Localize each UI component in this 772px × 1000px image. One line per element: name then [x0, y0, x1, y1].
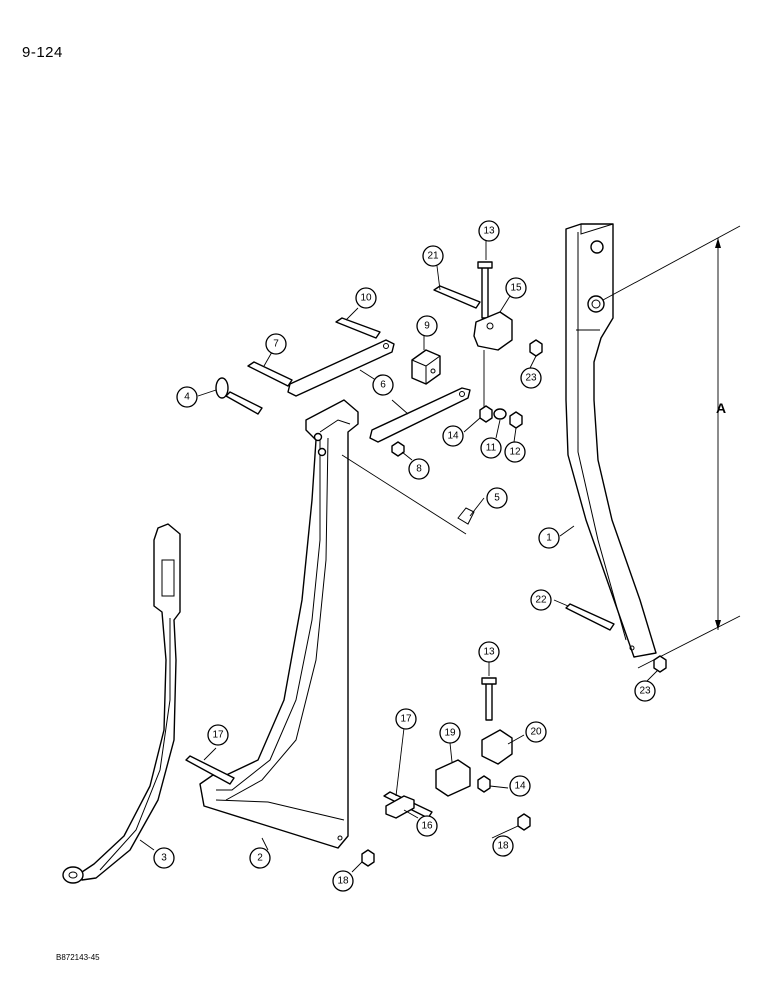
- callout: 12: [504, 441, 526, 463]
- svg-text:5: 5: [494, 493, 500, 504]
- svg-text:18: 18: [497, 841, 509, 852]
- svg-text:15: 15: [510, 283, 522, 294]
- callout: 18: [492, 835, 514, 857]
- dimension-label: A: [716, 400, 726, 416]
- callout: 17: [395, 708, 417, 730]
- svg-text:21: 21: [427, 251, 439, 262]
- hardware: [185, 317, 667, 867]
- frame-part-2: [199, 399, 467, 849]
- callout: 8: [408, 458, 430, 480]
- top-clevis-assembly: [433, 261, 513, 410]
- callout: 23: [634, 680, 656, 702]
- svg-text:13: 13: [483, 226, 495, 237]
- svg-text:17: 17: [212, 730, 224, 741]
- svg-text:2: 2: [257, 853, 263, 864]
- shank-part-1: [565, 223, 657, 658]
- svg-text:11: 11: [486, 443, 497, 454]
- callout: 22: [530, 589, 552, 611]
- svg-text:19: 19: [444, 728, 456, 739]
- svg-text:14: 14: [447, 431, 459, 442]
- svg-text:9: 9: [424, 321, 430, 332]
- callout: 9: [416, 315, 438, 337]
- footer-code: B872143-45: [56, 953, 100, 962]
- callout: 6: [372, 374, 394, 396]
- callout: 13: [478, 641, 500, 663]
- svg-text:8: 8: [416, 464, 422, 475]
- svg-text:16: 16: [421, 821, 433, 832]
- callout: 3: [153, 847, 175, 869]
- block-part-9: [411, 349, 441, 385]
- svg-text:17: 17: [400, 714, 412, 725]
- svg-text:22: 22: [535, 595, 547, 606]
- callout-leaders: [139, 241, 659, 873]
- svg-text:10: 10: [360, 293, 372, 304]
- callouts: 13 21 15 10 9 23 7 4 6 14 11 12 8 5 1 22…: [153, 220, 656, 892]
- svg-text:1: 1: [546, 533, 552, 544]
- svg-text:23: 23: [639, 686, 651, 697]
- svg-text:20: 20: [530, 727, 542, 738]
- svg-text:3: 3: [161, 853, 167, 864]
- callout: 16: [416, 815, 438, 837]
- callout: 20: [525, 721, 547, 743]
- callout: 14: [442, 425, 464, 447]
- callout: 5: [486, 487, 508, 509]
- links-part-6: [287, 339, 471, 443]
- callout: 21: [422, 245, 444, 267]
- callout: 4: [176, 386, 198, 408]
- dimension-a: A: [602, 225, 741, 669]
- callout: 17: [207, 724, 229, 746]
- callout: 1: [538, 527, 560, 549]
- callout: 11: [480, 437, 502, 459]
- callout: 19: [439, 722, 461, 744]
- callout: 13: [478, 220, 500, 242]
- svg-text:18: 18: [337, 876, 349, 887]
- callout: 23: [520, 367, 542, 389]
- svg-text:14: 14: [514, 781, 526, 792]
- svg-text:12: 12: [509, 447, 521, 458]
- svg-text:4: 4: [184, 392, 190, 403]
- svg-text:7: 7: [273, 339, 279, 350]
- callout: 7: [265, 333, 287, 355]
- spring-part-3: [62, 523, 181, 884]
- callout: 14: [509, 775, 531, 797]
- callout: 2: [249, 847, 271, 869]
- callout: 10: [355, 287, 377, 309]
- svg-text:23: 23: [525, 373, 537, 384]
- callout: 18: [332, 870, 354, 892]
- page-number: 9-124: [22, 44, 63, 61]
- callout: 15: [505, 277, 527, 299]
- svg-text:6: 6: [380, 380, 386, 391]
- svg-text:13: 13: [483, 647, 495, 658]
